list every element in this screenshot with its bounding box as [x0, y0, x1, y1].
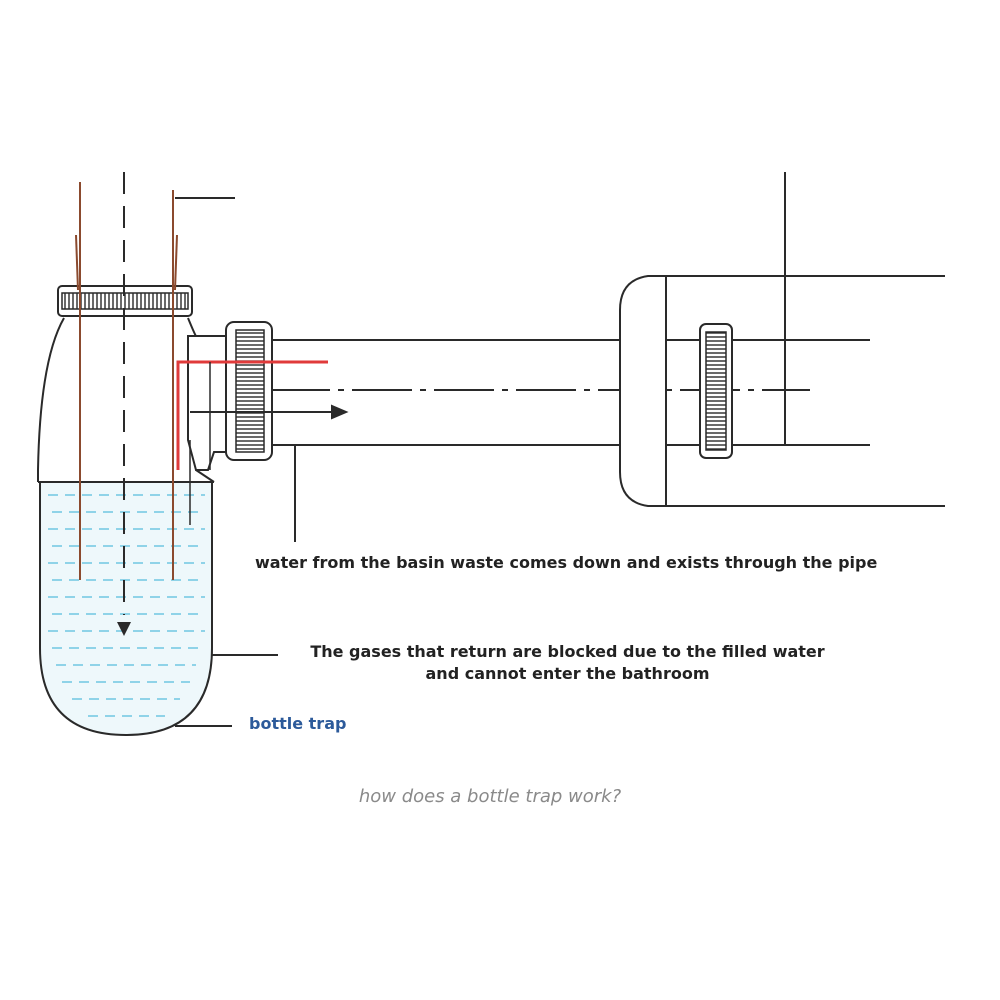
gas-description-line-1: The gases that return are blocked due to… [310, 642, 825, 661]
gas-description-label: The gases that return are blocked due to… [270, 641, 865, 685]
down-arrowhead [117, 622, 131, 636]
bottle-trap-label: bottle trap [249, 714, 347, 733]
caption: how does a bottle trap work? [358, 786, 622, 807]
flow-arrow [190, 404, 349, 420]
leader-lines [175, 197, 296, 727]
gas-path [176, 360, 328, 470]
top-nut [57, 285, 193, 317]
flow-description-label: water from the basin waste comes down an… [255, 553, 878, 572]
water-dashes [48, 494, 205, 717]
inlet-tube [75, 182, 178, 580]
pipe-nut-right [699, 323, 733, 459]
pipe-nut-left [225, 321, 273, 461]
water-fill [40, 482, 212, 735]
gas-description-line-2: and cannot enter the bathroom [425, 664, 710, 683]
wall-flange [619, 275, 667, 507]
